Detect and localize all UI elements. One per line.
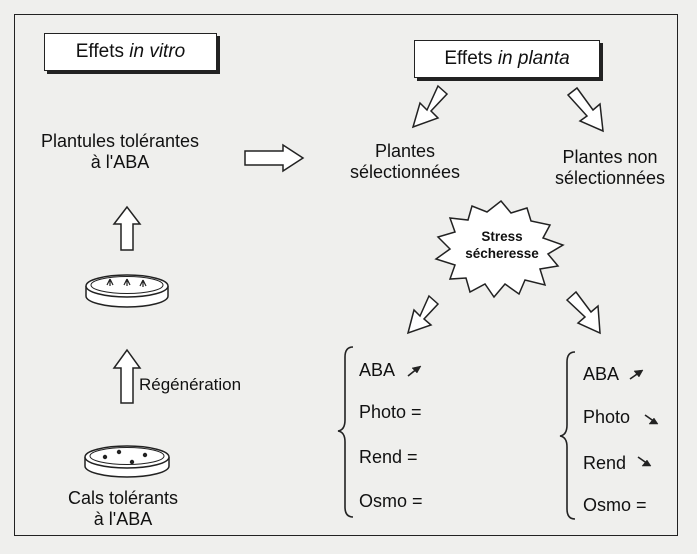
not-selected-line-1: Plantes non — [562, 147, 658, 167]
arrow-right-icon — [244, 143, 305, 173]
arrow-down-icon — [644, 414, 659, 425]
not-selected-aba: ABA — [583, 364, 620, 384]
not-selected-osmo: Osmo = — [583, 495, 647, 515]
stress-label: Stress sécheresse — [452, 228, 552, 262]
selected-line-1: Plantes — [374, 141, 436, 161]
selected-rend: Rend = — [359, 447, 418, 467]
plantules-line-2: à l'ABA — [90, 152, 150, 172]
arrow-up-icon — [112, 348, 142, 404]
plantules-line-1: Plantules tolérantes — [40, 131, 200, 151]
plantules-sprouts-icon — [106, 278, 147, 287]
cals-label: Cals tolérants à l'ABA — [38, 488, 208, 530]
plantes-selectionnees-label: Plantes sélectionnées — [340, 141, 470, 183]
selected-aba: ABA — [359, 360, 396, 380]
selected-line-2: sélectionnées — [349, 162, 461, 182]
plantules-label: Plantules tolérantes à l'ABA — [30, 131, 210, 173]
arrow-down-right-icon — [565, 290, 601, 335]
in-vitro-box: Effets in vitro — [44, 33, 217, 71]
not-selected-photo: Photo — [583, 407, 631, 427]
in-planta-italic: in planta — [497, 48, 570, 69]
regeneration-label: Régénération — [139, 375, 242, 394]
cals-dots-icon — [102, 449, 148, 465]
arrow-down-icon — [637, 456, 652, 467]
selected-photo: Photo = — [359, 402, 422, 422]
arrow-up-icon — [112, 205, 142, 251]
stress-line-2: sécheresse — [465, 246, 539, 261]
brace-not-selected-icon — [559, 351, 576, 520]
arrow-up-icon — [407, 365, 422, 377]
not-selected-line-2: sélectionnées — [554, 168, 666, 188]
in-vitro-italic: in vitro — [129, 41, 186, 62]
trend-arrows — [407, 365, 659, 467]
stress-starburst-icon — [434, 199, 565, 299]
arrow-down-right-icon — [566, 86, 604, 133]
cals-line-2: à l'ABA — [93, 509, 153, 529]
not-selected-rend: Rend — [583, 453, 627, 473]
arrow-up-icon — [629, 369, 644, 380]
plantes-non-selectionnees-label: Plantes non sélectionnées — [545, 147, 675, 189]
in-vitro-prefix: Effets — [75, 41, 130, 62]
selected-osmo: Osmo = — [359, 491, 423, 511]
arrow-down-left-icon — [411, 84, 449, 129]
in-planta-box: Effets in planta — [414, 40, 600, 78]
arrow-down-left-icon — [406, 294, 440, 335]
in-planta-prefix: Effets — [444, 48, 498, 69]
brace-selected-icon — [337, 346, 354, 518]
stress-line-1: Stress — [481, 229, 523, 244]
cals-line-1: Cals tolérants — [67, 488, 179, 508]
figure-frame — [14, 14, 678, 536]
petri-dish-cals-icon — [84, 445, 170, 478]
